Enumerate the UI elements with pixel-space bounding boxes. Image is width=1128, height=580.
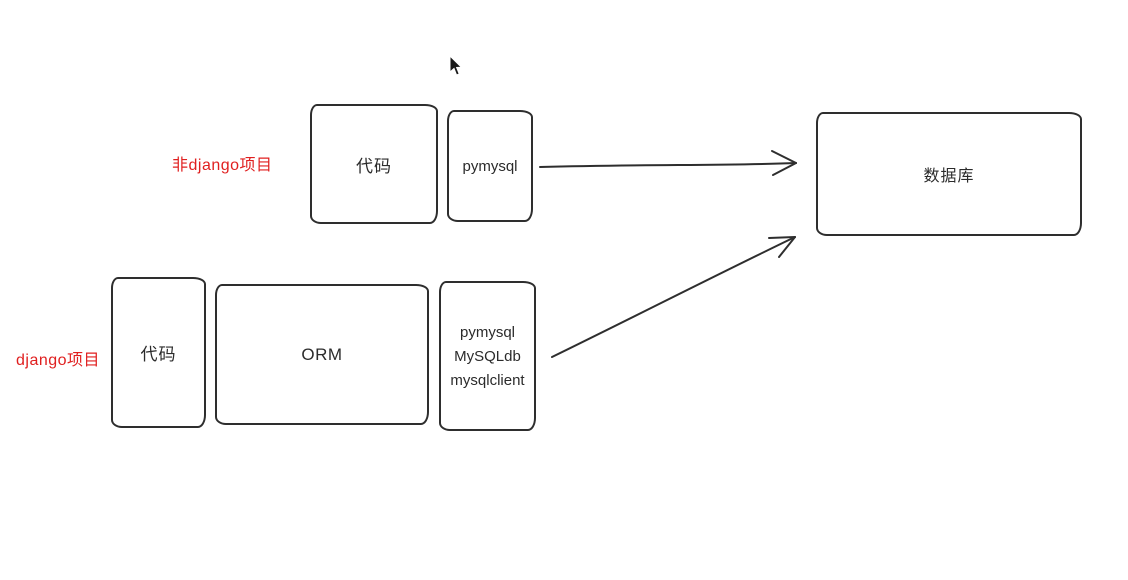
box-drivers-django[interactable]: pymysql MySQLdb mysqlclient [439,281,536,431]
driver-line-mysqldb: MySQLdb [454,347,521,365]
arrow-nondjango-to-db[interactable] [539,150,797,176]
driver-line-pymysql: pymysql [459,323,515,341]
box-code-django[interactable]: 代码 [111,277,206,428]
box-code-nondjango[interactable]: 代码 [310,104,438,224]
label-non-django-project[interactable]: 非django项目 [172,157,273,174]
box-code-django-label: 代码 [140,345,177,364]
box-pymysql-nondjango-label: pymysql [462,157,518,175]
mouse-pointer-icon [449,56,463,76]
box-code-nondjango-label: 代码 [356,156,392,176]
box-orm[interactable]: ORM [215,284,429,425]
label-django-project[interactable]: django项目 [16,352,101,369]
box-database[interactable]: 数据库 [816,112,1082,236]
driver-line-mysqlclient: mysqlclient [450,371,525,389]
box-database-label: 数据库 [923,168,975,185]
arrow-django-to-db[interactable] [551,236,796,358]
box-orm-label: ORM [301,344,343,364]
box-pymysql-nondjango[interactable]: pymysql [447,110,533,222]
